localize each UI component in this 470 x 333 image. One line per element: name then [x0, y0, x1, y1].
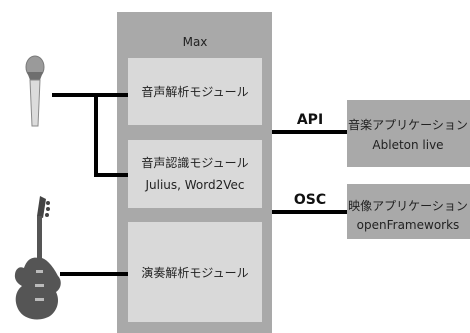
performance-analysis-module [128, 222, 262, 322]
microphone-icon [25, 55, 45, 127]
video-app-box [347, 184, 470, 239]
speech-recognition-module-sublabel: Julius, Word2Vec [144, 178, 244, 192]
music-app-box [347, 100, 470, 167]
video-app-subtitle: openFrameworks [357, 218, 460, 232]
microphone-connector [52, 93, 128, 177]
api-label: API [297, 112, 323, 128]
music-app-subtitle: Ableton live [372, 138, 443, 152]
speech-recognition-module-label: 音声認識モジュール [141, 155, 248, 170]
speech-recognition-module [128, 140, 262, 208]
osc-label: OSC [294, 192, 326, 208]
electric-guitar-icon [14, 196, 61, 320]
max-title: Max [183, 35, 208, 49]
video-app-title: 映像アプリケーション [348, 199, 468, 213]
audio-analysis-module [128, 58, 262, 125]
audio-analysis-module-label: 音声解析モジュール [141, 84, 248, 99]
music-app-title: 音楽アプリケーション [348, 117, 468, 132]
performance-analysis-module-label: 演奏解析モジュール [141, 265, 248, 280]
